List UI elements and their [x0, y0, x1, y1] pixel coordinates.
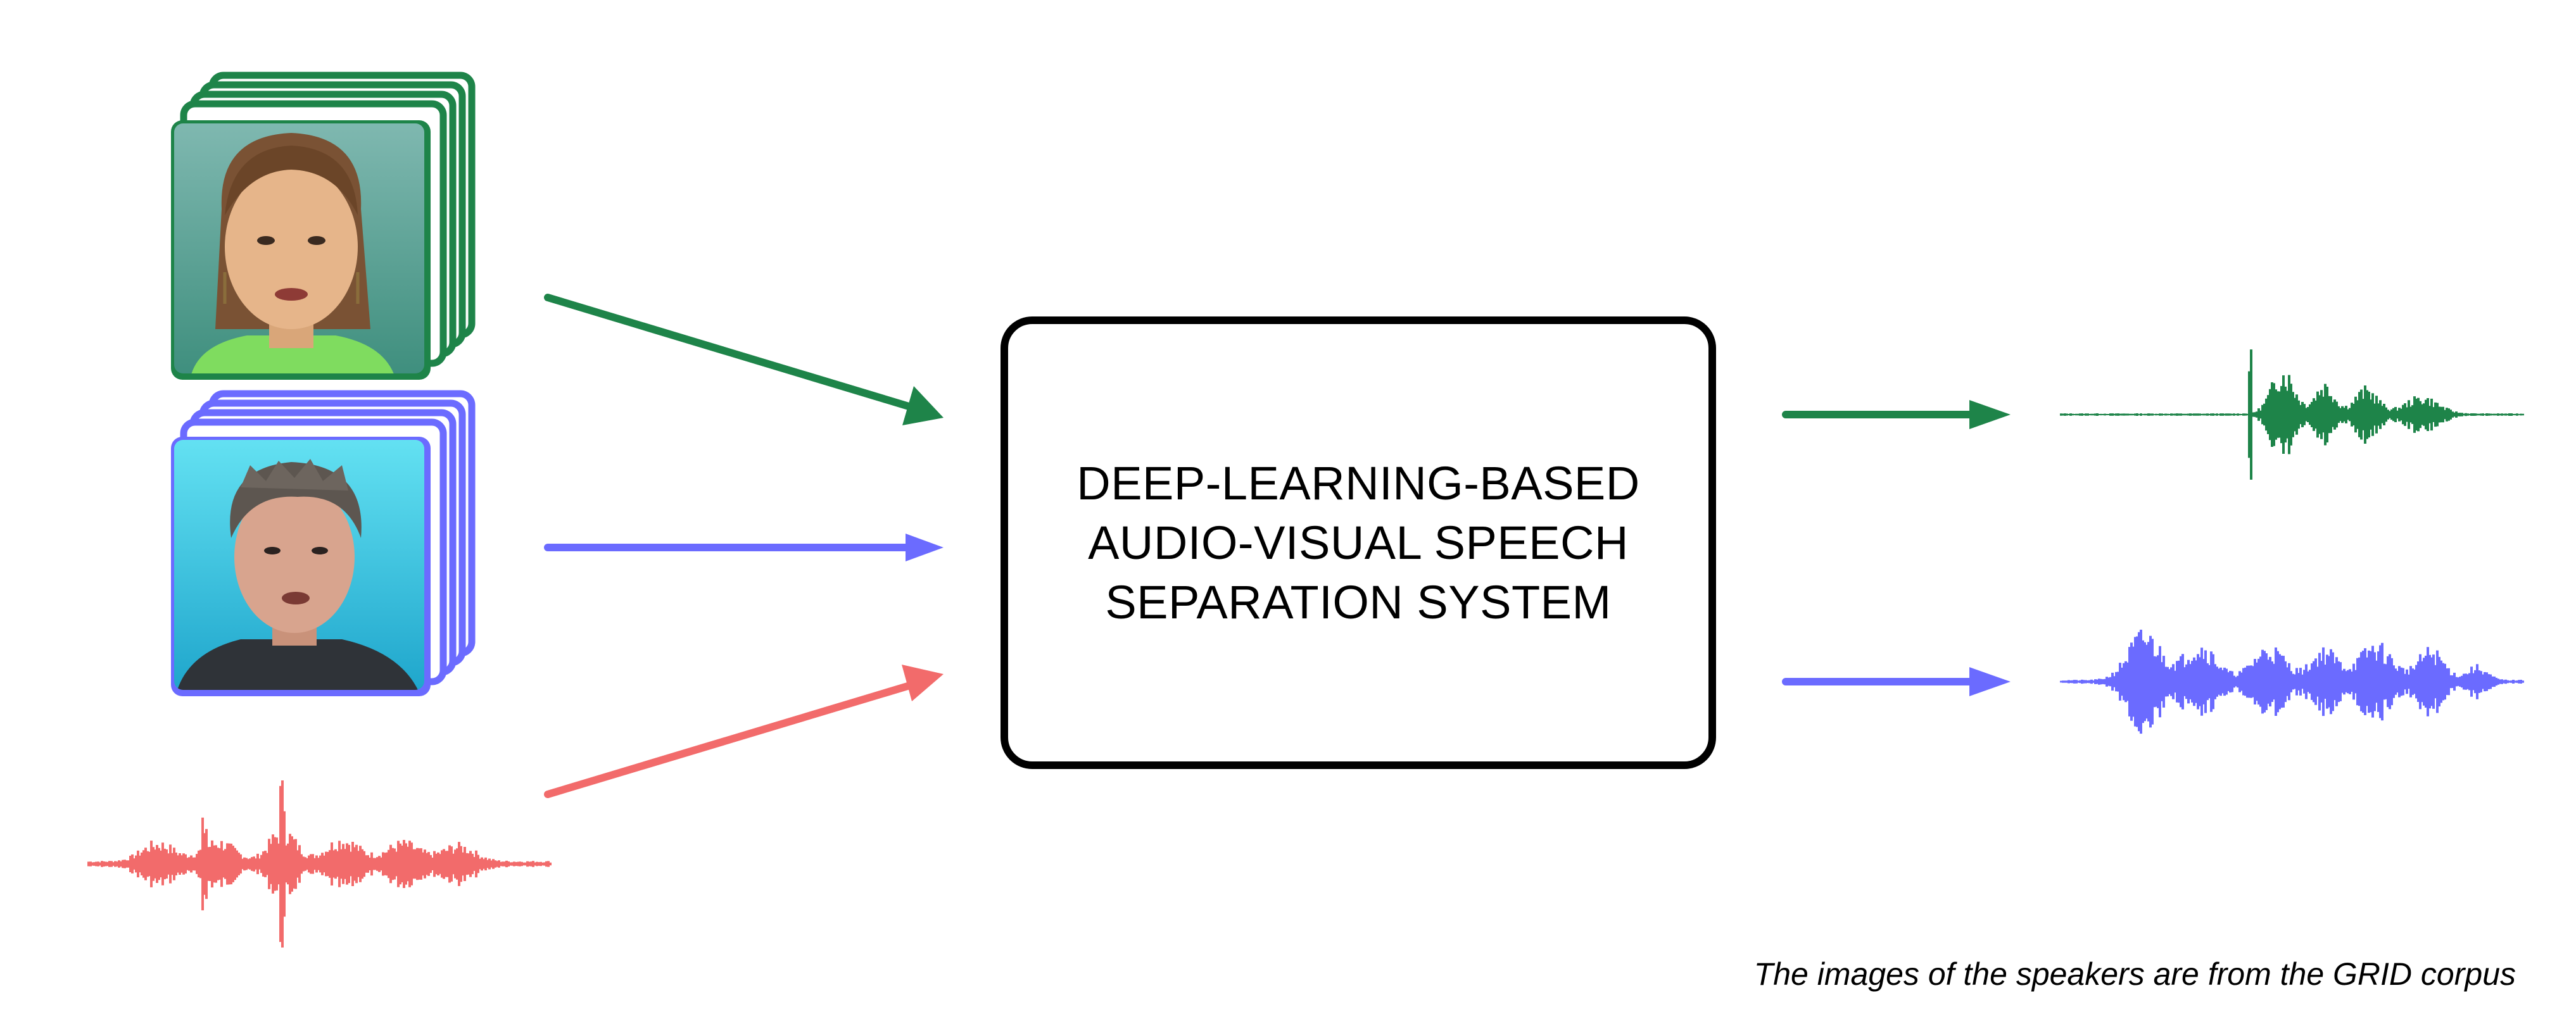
arrow-system-to-speaker-1-audio	[1782, 400, 2011, 429]
system-label-line-1: DEEP-LEARNING-BASED	[1076, 456, 1640, 510]
arrow-speaker-2-to-system	[544, 534, 944, 561]
male-speaker-icon	[174, 440, 424, 690]
female-speaker-icon	[174, 123, 424, 373]
image-credit-caption: The images of the speakers are from the …	[1753, 956, 2516, 992]
arrow-speaker-1-to-system	[544, 294, 944, 425]
system-label-line-2: AUDIO-VISUAL SPEECH	[1088, 516, 1629, 569]
separation-system-box: DEEP-LEARNING-BASED AUDIO-VISUAL SPEECH …	[1001, 316, 1716, 769]
system-label-line-3: SEPARATION SYSTEM	[1105, 575, 1612, 629]
speaker-2-video-stack	[171, 390, 476, 696]
separated-waveform-speaker-2-icon	[2060, 629, 2524, 734]
separated-waveform-speaker-1-icon	[2060, 349, 2524, 480]
system-label: DEEP-LEARNING-BASED AUDIO-VISUAL SPEECH …	[1076, 454, 1639, 632]
mixed-audio-waveform-icon	[87, 780, 552, 948]
speaker-1-video-stack	[171, 72, 476, 380]
arrow-system-to-speaker-2-audio	[1782, 667, 2011, 696]
arrow-mixture-to-system	[544, 665, 944, 798]
